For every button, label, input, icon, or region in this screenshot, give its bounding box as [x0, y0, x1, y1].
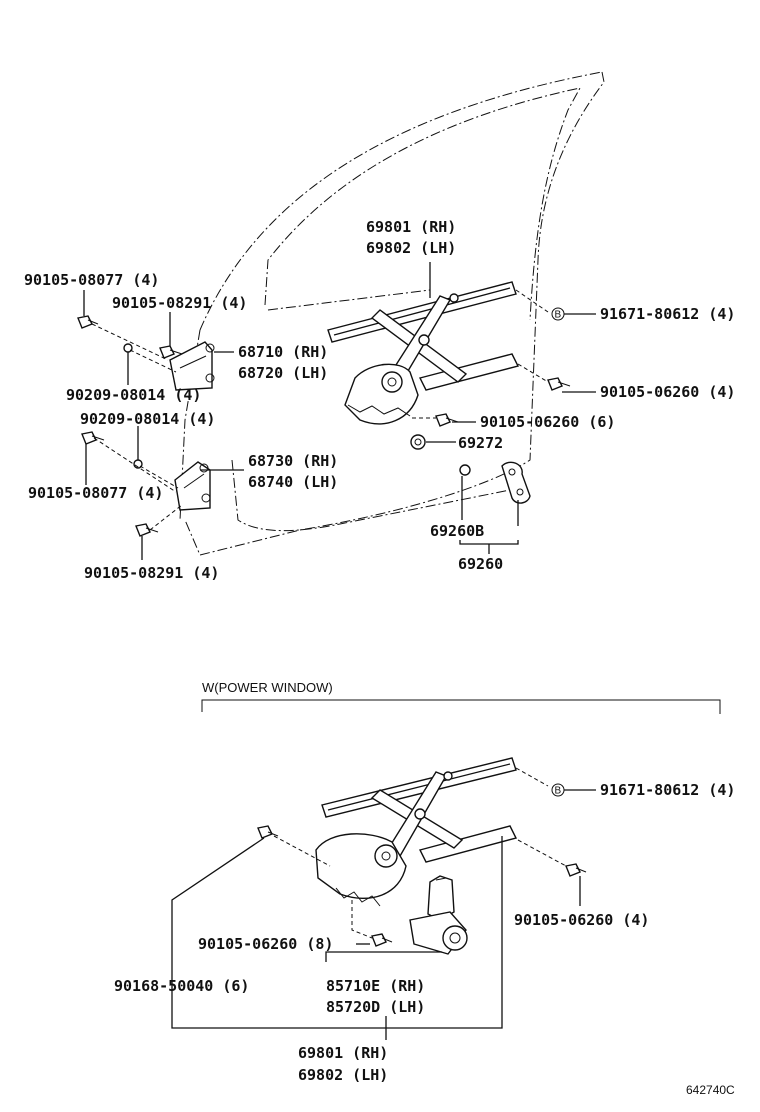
label-90168-50040: 90168-50040 (6) — [114, 977, 249, 995]
bolt-icon — [565, 863, 587, 877]
label-68740: 68740 (LH) — [248, 473, 338, 491]
bolt-icon — [547, 377, 571, 391]
label-69801-rh-bot: 69801 (RH) — [298, 1044, 388, 1062]
label-69801-rh-top: 69801 (RH) — [366, 218, 456, 236]
clip-icon — [501, 461, 531, 504]
label-90105-06260-4-bot: 90105-06260 (4) — [514, 911, 649, 929]
label-69802-lh-bot: 69802 (LH) — [298, 1066, 388, 1084]
label-90105-06260-8: 90105-06260 (8) — [198, 935, 333, 953]
label-85720d: 85720D (LH) — [326, 998, 425, 1016]
label-90209-08014-b: 90209-08014 (4) — [80, 410, 215, 428]
clip-icon — [459, 464, 471, 476]
hinge-upper — [169, 341, 215, 391]
label-85710e: 85710E (RH) — [326, 977, 425, 995]
window-motor — [409, 875, 468, 955]
label-90105-08291-b: 90105-08291 (4) — [84, 564, 219, 582]
label-69260: 69260 — [458, 555, 503, 573]
label-90105-08291-a: 90105-08291 (4) — [112, 294, 247, 312]
label-91671-bot: 91671-80612 (4) — [600, 781, 735, 799]
window-regulator-manual — [327, 281, 520, 425]
circle-marker-bottom: B — [551, 783, 565, 797]
bolt-icon — [159, 345, 183, 359]
label-69272: 69272 — [458, 434, 503, 452]
bolt-icon — [77, 315, 99, 329]
circle-marker-top: B — [551, 307, 565, 321]
regulator-lower-rail — [418, 353, 520, 391]
section-bracket — [201, 699, 721, 714]
label-90105-08077-a: 90105-08077 (4) — [24, 271, 159, 289]
label-90105-06260-4-top: 90105-06260 (4) — [600, 383, 735, 401]
label-68720: 68720 (LH) — [238, 364, 328, 382]
label-90105-08077-b: 90105-08077 (4) — [28, 484, 163, 502]
svg-text:B: B — [555, 310, 562, 321]
label-91671-top: 91671-80612 (4) — [600, 305, 735, 323]
leader-lines-top — [83, 262, 596, 560]
bolt-icon — [81, 431, 105, 445]
section-title-power-window: W(POWER WINDOW) — [202, 680, 333, 695]
label-68730: 68730 (RH) — [248, 452, 338, 470]
regulator-lower-rail-power — [418, 825, 518, 863]
label-68710: 68710 (RH) — [238, 343, 328, 361]
reference-code: 642740C — [686, 1083, 735, 1097]
bolt-icon — [135, 523, 159, 537]
regulator-gear-plate — [344, 363, 419, 425]
bolt-icon — [257, 825, 279, 839]
bolt-icon — [371, 933, 393, 947]
label-69260b: 69260B — [430, 522, 484, 540]
regulator-pivot — [381, 371, 403, 393]
washer-icon — [410, 434, 426, 450]
label-69802-lh-top: 69802 (LH) — [366, 239, 456, 257]
label-90105-06260-6: 90105-06260 (6) — [480, 413, 615, 431]
hinge-lower — [174, 461, 211, 511]
svg-text:B: B — [555, 786, 562, 797]
motor-body — [427, 875, 455, 921]
window-regulator-power — [315, 757, 518, 907]
bolt-icon — [435, 413, 459, 427]
leader-lines-bottom — [171, 767, 596, 1040]
label-90209-08014-a: 90209-08014 (4) — [66, 386, 201, 404]
